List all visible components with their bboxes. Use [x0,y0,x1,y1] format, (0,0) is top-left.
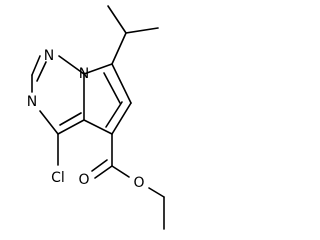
bond-c4-c4a-single [57,119,85,135]
bond-n-c4 [39,110,59,135]
atom-labels: N N N Cl O O [27,48,145,191]
bond-c5-c6-double [105,101,123,128]
bond-ipr-ch-to-methyl-left [107,5,127,34]
bond-n-c3-single [31,55,41,76]
bond-c4a-c5 [83,119,113,135]
bond-carbonyl-c-o-double-b [91,159,108,172]
bond-c7-c6-double [103,72,121,104]
bonds [31,5,165,230]
bond-c7-c6-single [111,63,132,104]
bond-carbonyl-c-o-double-a [94,165,113,179]
bond-ether-o-ch2 [148,187,165,198]
atom-label-ether-oxygen: O [133,175,144,191]
bond-c4-c4a-double [59,112,82,126]
bond-n-bridge-n [58,55,85,75]
atom-label-n-bridge: N [79,66,89,82]
bond-c5-c6-single [111,102,132,135]
bond-ipr-ch-to-c7 [111,32,127,65]
atom-label-carbonyl-oxygen: O [78,172,89,188]
atom-label-n-top-left: N [44,48,54,64]
bond-c7-n-bridge [83,63,113,75]
atom-label-n-left: N [27,94,37,110]
bond-carbonyl-c-ether-o [111,165,130,178]
bond-ipr-ch-to-methyl-right [125,27,159,34]
bond-n-c3-double [36,61,47,82]
molecule-structure: N N N Cl O O [27,5,165,230]
atom-label-chlorine: Cl [51,170,65,186]
